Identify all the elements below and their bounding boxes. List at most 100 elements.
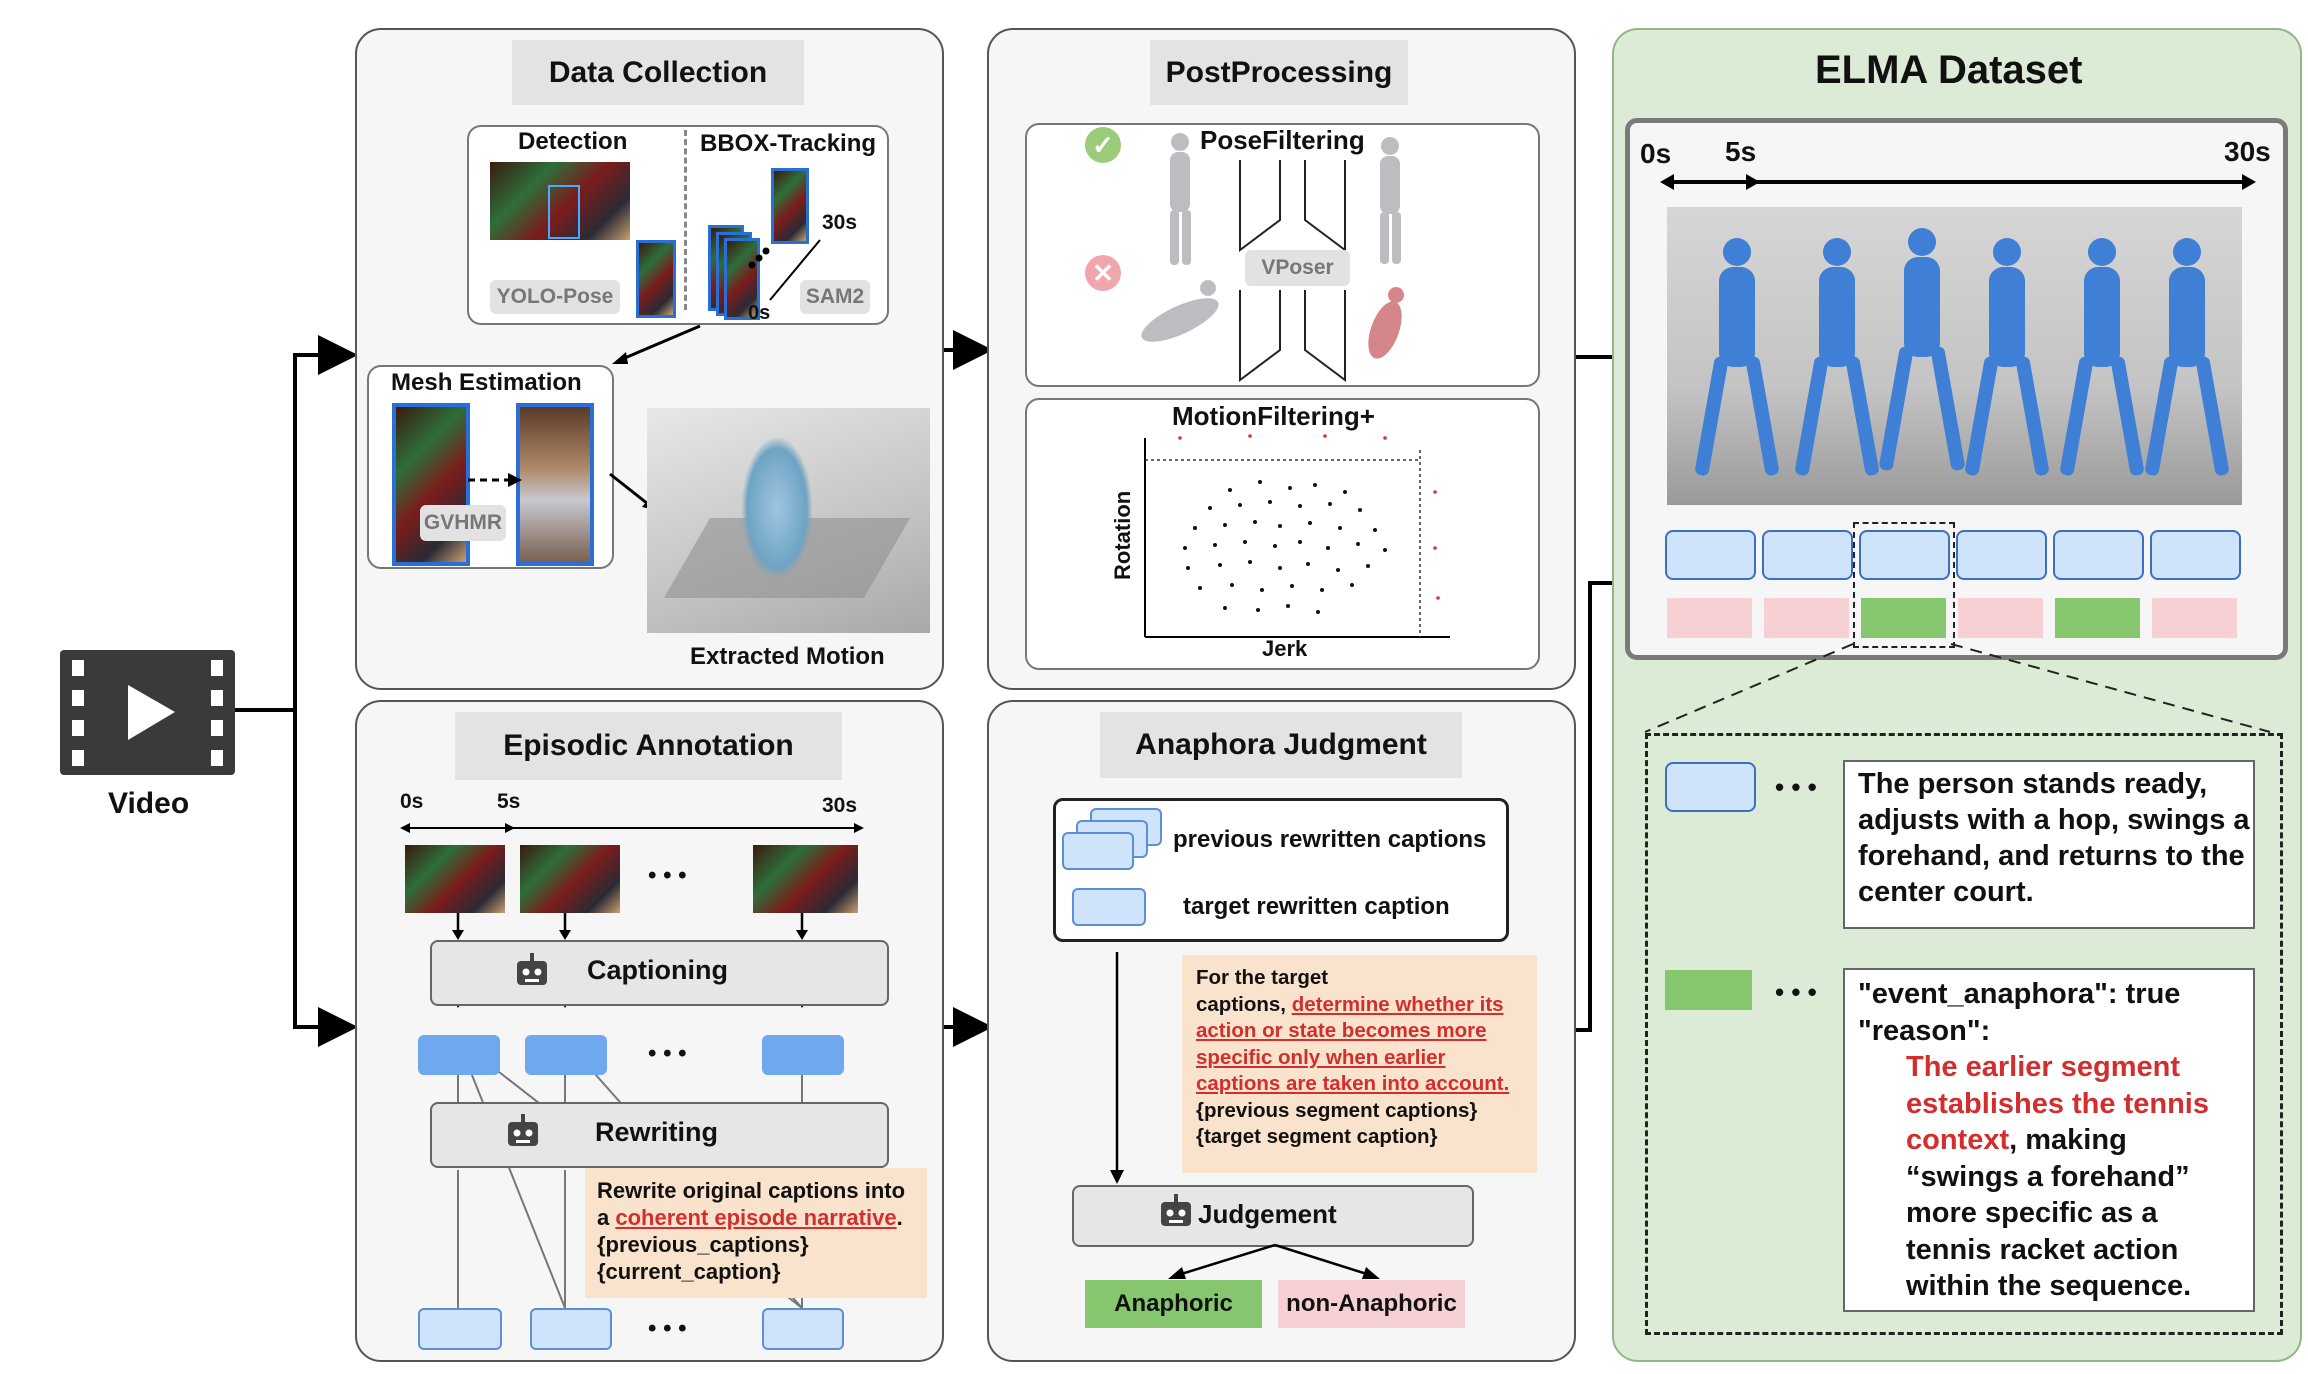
clip-frame bbox=[520, 845, 620, 913]
judgment-prompt-text: For the target captions, determine wheth… bbox=[1196, 966, 1510, 1148]
clip-frame bbox=[405, 845, 505, 913]
selected-segment-outline bbox=[1853, 522, 1955, 648]
ellipsis: • • • bbox=[648, 862, 687, 889]
zoom-detail-box bbox=[1645, 733, 2283, 1335]
robot-icon bbox=[514, 952, 550, 988]
judgment-prompt bbox=[1182, 955, 1537, 1173]
rewrite-prompt bbox=[585, 1168, 927, 1298]
rewritten-caption-box bbox=[418, 1308, 502, 1350]
rewriting-label: Rewriting bbox=[595, 1117, 719, 1147]
rewritten-caption-box bbox=[530, 1308, 612, 1350]
mesh-output-frame bbox=[516, 403, 594, 566]
extracted-motion-label: Extracted Motion bbox=[690, 643, 885, 670]
pose-filtering-label: PoseFiltering bbox=[1200, 125, 1365, 155]
vposer-tag: VPoser bbox=[1245, 250, 1350, 286]
elma-time-30s: 30s bbox=[2224, 136, 2271, 167]
bbox-tracking-label: BBOX-Tracking bbox=[700, 130, 877, 157]
track-frame bbox=[771, 168, 809, 244]
ellipsis: • • • bbox=[648, 1315, 687, 1342]
legend-dots: • • • bbox=[1775, 772, 1817, 802]
anaphoric-label: Anaphoric bbox=[1085, 1280, 1262, 1328]
caption-box bbox=[762, 1035, 844, 1075]
mesh-arrow bbox=[468, 473, 522, 487]
caption-example-text: The person stands ready, adjusts with a … bbox=[1858, 768, 2250, 908]
video-label: Video bbox=[108, 787, 190, 820]
extracted-motion-render bbox=[647, 408, 930, 633]
rewritten-caption-box bbox=[762, 1308, 844, 1350]
legend-caption-box bbox=[1665, 762, 1756, 812]
ellipsis: • • • bbox=[648, 1040, 687, 1067]
segment-caption-box bbox=[1859, 530, 1950, 580]
judgment-example-text: "event_anaphora": true "reason": The ear… bbox=[1858, 978, 2209, 1302]
segment-caption-box bbox=[1956, 530, 2047, 580]
ep-time-30s: 30s bbox=[822, 794, 858, 817]
x-axis-label: Jerk bbox=[1262, 636, 1308, 661]
cross-icon: ✕ bbox=[1085, 255, 1121, 291]
ep-time-0s: 0s bbox=[400, 790, 424, 813]
bbox bbox=[548, 185, 580, 239]
sam2-tag: SAM2 bbox=[800, 280, 870, 314]
clip-frame bbox=[753, 845, 858, 913]
arrow-to-mesh bbox=[612, 324, 701, 364]
track-frame bbox=[724, 238, 760, 320]
yolo-pose-tag: YOLO-Pose bbox=[490, 280, 620, 314]
judgement-split-arrows bbox=[1168, 1243, 1380, 1279]
motion-scatter bbox=[1144, 434, 1450, 638]
motion-filtering-label: MotionFiltering+ bbox=[1172, 401, 1375, 431]
ep-timeline bbox=[400, 823, 864, 833]
time-30s: 30s bbox=[822, 211, 858, 234]
judgement-label: Judgement bbox=[1198, 1199, 1337, 1229]
post-processing-title: PostProcessing bbox=[1150, 40, 1408, 105]
motion-render bbox=[1667, 207, 2242, 505]
detection-frame bbox=[490, 162, 630, 240]
non-anaphoric-segment bbox=[2152, 598, 2237, 638]
elma-time-0s: 0s bbox=[1640, 138, 1672, 169]
caption-box bbox=[525, 1035, 607, 1075]
time-0s: 0s bbox=[748, 302, 771, 324]
non-anaphoric-label: non-Anaphoric bbox=[1278, 1280, 1465, 1328]
segment-caption-box bbox=[1665, 530, 1756, 580]
target-caption-label: target rewritten caption bbox=[1183, 893, 1450, 920]
elma-timeline bbox=[1660, 174, 2256, 190]
zoom-lines bbox=[1644, 643, 2271, 733]
pose-figures bbox=[1141, 133, 1404, 382]
caption-example-box bbox=[1843, 760, 2255, 929]
anaphora-title: Anaphora Judgment bbox=[1100, 712, 1462, 778]
episodic-title: Episodic Annotation bbox=[455, 712, 842, 780]
captioning-label: Captioning bbox=[587, 955, 728, 985]
detection-label: Detection bbox=[518, 128, 628, 155]
captioning-box bbox=[430, 940, 889, 1006]
motion-filtering-box bbox=[1025, 398, 1540, 670]
ep-time-5s: 5s bbox=[497, 790, 521, 813]
judgment-example-box bbox=[1843, 968, 2255, 1312]
robot-icon bbox=[1158, 1193, 1194, 1229]
gvhmr-tag: GVHMR bbox=[420, 505, 506, 541]
anaphora-down-arrow bbox=[1110, 952, 1124, 1184]
y-axis-label: Rotation bbox=[1110, 490, 1135, 580]
check-icon: ✓ bbox=[1085, 127, 1121, 163]
tracking-timeline bbox=[748, 239, 821, 301]
video-icon bbox=[60, 650, 235, 775]
crop-frame bbox=[636, 240, 676, 318]
anaphoric-segment bbox=[1861, 598, 1946, 638]
prev-captions-label: previous rewritten captions bbox=[1173, 826, 1487, 853]
segment-caption-box bbox=[2053, 530, 2144, 580]
mesh-input-frame bbox=[392, 403, 470, 566]
elma-title: ELMA Dataset bbox=[1815, 48, 2083, 92]
legend-anaphoric-box bbox=[1665, 970, 1752, 1010]
rewrite-prompt-text: Rewrite original captions into a coheren… bbox=[597, 1178, 906, 1284]
robot-icon bbox=[505, 1113, 541, 1149]
caption-box bbox=[418, 1035, 500, 1075]
prev-caption-stack bbox=[1062, 832, 1134, 870]
target-caption-icon bbox=[1072, 888, 1146, 926]
non-anaphoric-segment bbox=[1958, 598, 2043, 638]
legend-dots: • • • bbox=[1775, 977, 1817, 1007]
segment-caption-box bbox=[1762, 530, 1853, 580]
anaphoric-segment bbox=[2055, 598, 2140, 638]
data-collection-title: Data Collection bbox=[512, 40, 804, 105]
non-anaphoric-segment bbox=[1764, 598, 1849, 638]
segment-caption-box bbox=[2150, 530, 2241, 580]
mesh-estimation-label: Mesh Estimation bbox=[391, 369, 582, 396]
non-anaphoric-segment bbox=[1667, 598, 1752, 638]
rewriting-box bbox=[430, 1102, 889, 1168]
